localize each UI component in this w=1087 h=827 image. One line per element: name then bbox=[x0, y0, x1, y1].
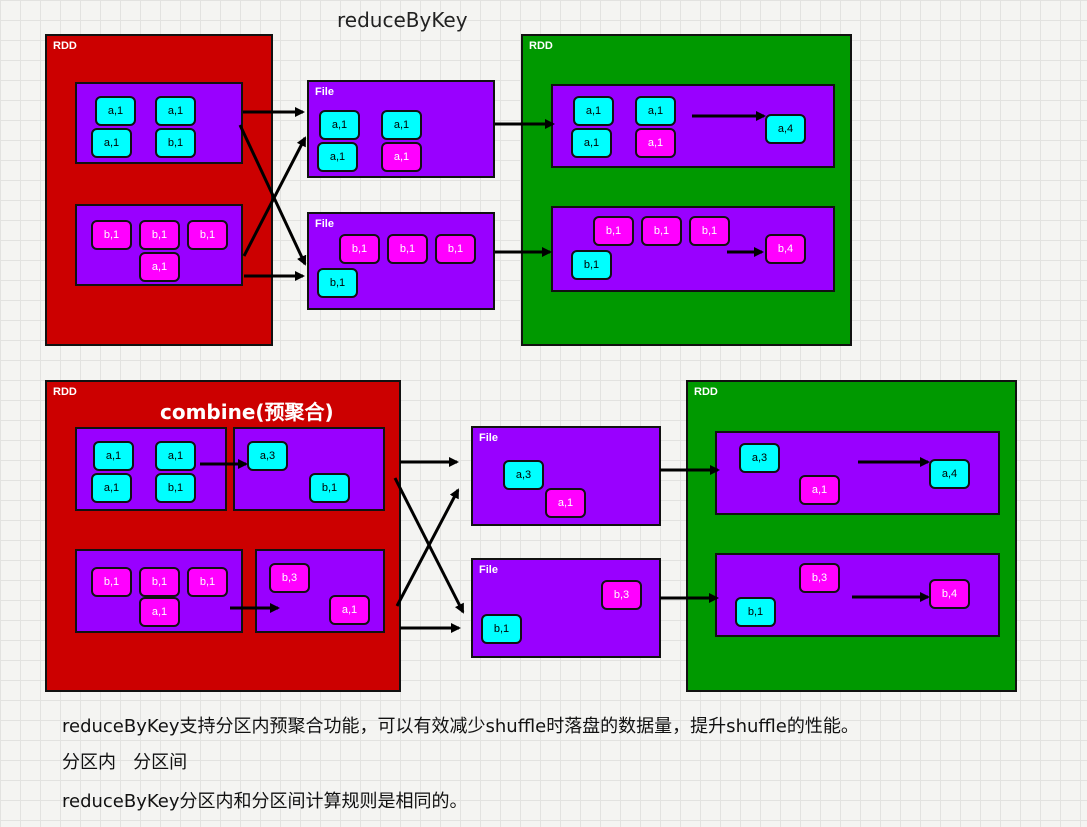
rdd-label: RDD bbox=[53, 386, 77, 398]
partition-top-2: b,1 b,1 b,1 a,1 bbox=[75, 204, 243, 286]
output-partition-bottom-2: b,3 b,1 b,4 bbox=[715, 553, 1000, 637]
file-bottom-1: File a,3 a,1 bbox=[471, 426, 661, 526]
kv-item: a,1 bbox=[155, 96, 196, 126]
kv-item: a,1 bbox=[139, 597, 180, 627]
kv-item: b,1 bbox=[435, 234, 476, 264]
kv-item: b,1 bbox=[317, 268, 358, 298]
kv-item: b,1 bbox=[387, 234, 428, 264]
kv-item: a,1 bbox=[317, 142, 358, 172]
rdd-result-bottom: RDD bbox=[686, 380, 1017, 692]
kv-item: a,1 bbox=[573, 96, 614, 126]
combined-partition-bottom-2: b,3 a,1 bbox=[255, 549, 385, 633]
kv-item: a,1 bbox=[381, 142, 422, 172]
combined-partition-bottom-1: a,3 b,1 bbox=[233, 427, 385, 511]
kv-item: a,1 bbox=[319, 110, 360, 140]
kv-item: a,1 bbox=[95, 96, 136, 126]
note-line-1: reduceByKey支持分区内预聚合功能，可以有效减少shuffle时落盘的数… bbox=[62, 716, 859, 737]
kv-item: b,1 bbox=[91, 220, 132, 250]
kv-item: a,3 bbox=[739, 443, 780, 473]
kv-item: b,1 bbox=[339, 234, 380, 264]
file-label: File bbox=[479, 564, 498, 576]
arrow bbox=[393, 477, 465, 614]
file-label: File bbox=[315, 218, 334, 230]
kv-item: b,1 bbox=[593, 216, 634, 246]
file-label: File bbox=[479, 432, 498, 444]
kv-item: a,1 bbox=[381, 110, 422, 140]
note-line-3: reduceByKey分区内和分区间计算规则是相同的。 bbox=[62, 791, 468, 812]
kv-result: b,4 bbox=[765, 234, 806, 264]
kv-result: b,4 bbox=[929, 579, 970, 609]
kv-item: b,1 bbox=[91, 567, 132, 597]
partition-bottom-2: b,1 b,1 b,1 a,1 bbox=[75, 549, 243, 633]
kv-item: b,1 bbox=[309, 473, 350, 503]
rdd-label: RDD bbox=[694, 386, 718, 398]
kv-item: a,3 bbox=[503, 460, 544, 490]
kv-item: b,1 bbox=[571, 250, 612, 280]
partition-bottom-1: a,1 a,1 a,1 b,1 bbox=[75, 427, 227, 511]
diagram-title: reduceByKey bbox=[337, 8, 468, 32]
kv-item: b,1 bbox=[155, 473, 196, 503]
kv-item: b,1 bbox=[689, 216, 730, 246]
kv-item: b,3 bbox=[269, 563, 310, 593]
rdd-result-top: RDD bbox=[521, 34, 852, 346]
rdd-label: RDD bbox=[529, 40, 553, 52]
kv-item: a,1 bbox=[91, 128, 132, 158]
output-partition-top-1: a,1 a,1 a,1 a,1 a,4 bbox=[551, 84, 835, 168]
kv-item: a,1 bbox=[155, 441, 196, 471]
file-label: File bbox=[315, 86, 334, 98]
kv-item: a,1 bbox=[91, 473, 132, 503]
output-partition-bottom-1: a,3 a,1 a,4 bbox=[715, 431, 1000, 515]
partition-top-1: a,1 a,1 a,1 b,1 bbox=[75, 82, 243, 164]
kv-item: a,1 bbox=[635, 96, 676, 126]
kv-item: a,1 bbox=[799, 475, 840, 505]
rdd-label: RDD bbox=[53, 40, 77, 52]
kv-item: a,1 bbox=[635, 128, 676, 158]
kv-item: b,1 bbox=[155, 128, 196, 158]
kv-item: a,1 bbox=[329, 595, 370, 625]
kv-item: b,1 bbox=[735, 597, 776, 627]
kv-item: a,3 bbox=[247, 441, 288, 471]
kv-item: b,3 bbox=[799, 563, 840, 593]
kv-item: b,1 bbox=[481, 614, 522, 644]
kv-item: b,1 bbox=[187, 567, 228, 597]
note-line-2: 分区内 分区间 bbox=[62, 752, 188, 773]
kv-item: a,1 bbox=[545, 488, 586, 518]
file-top-1: File a,1 a,1 a,1 a,1 bbox=[307, 80, 495, 178]
kv-item: b,1 bbox=[139, 567, 180, 597]
combine-title: combine(预聚合) bbox=[160, 400, 334, 424]
kv-result: a,4 bbox=[929, 459, 970, 489]
rdd-source-top: RDD bbox=[45, 34, 273, 346]
file-bottom-2: File b,3 b,1 bbox=[471, 558, 661, 658]
output-partition-top-2: b,1 b,1 b,1 b,1 b,4 bbox=[551, 206, 835, 292]
kv-item: b,3 bbox=[601, 580, 642, 610]
kv-item: b,1 bbox=[641, 216, 682, 246]
kv-result: a,4 bbox=[765, 114, 806, 144]
kv-item: b,1 bbox=[139, 220, 180, 250]
kv-item: a,1 bbox=[139, 252, 180, 282]
kv-item: a,1 bbox=[93, 441, 134, 471]
kv-item: b,1 bbox=[187, 220, 228, 250]
kv-item: a,1 bbox=[571, 128, 612, 158]
file-top-2: File b,1 b,1 b,1 b,1 bbox=[307, 212, 495, 310]
arrow bbox=[395, 488, 460, 607]
